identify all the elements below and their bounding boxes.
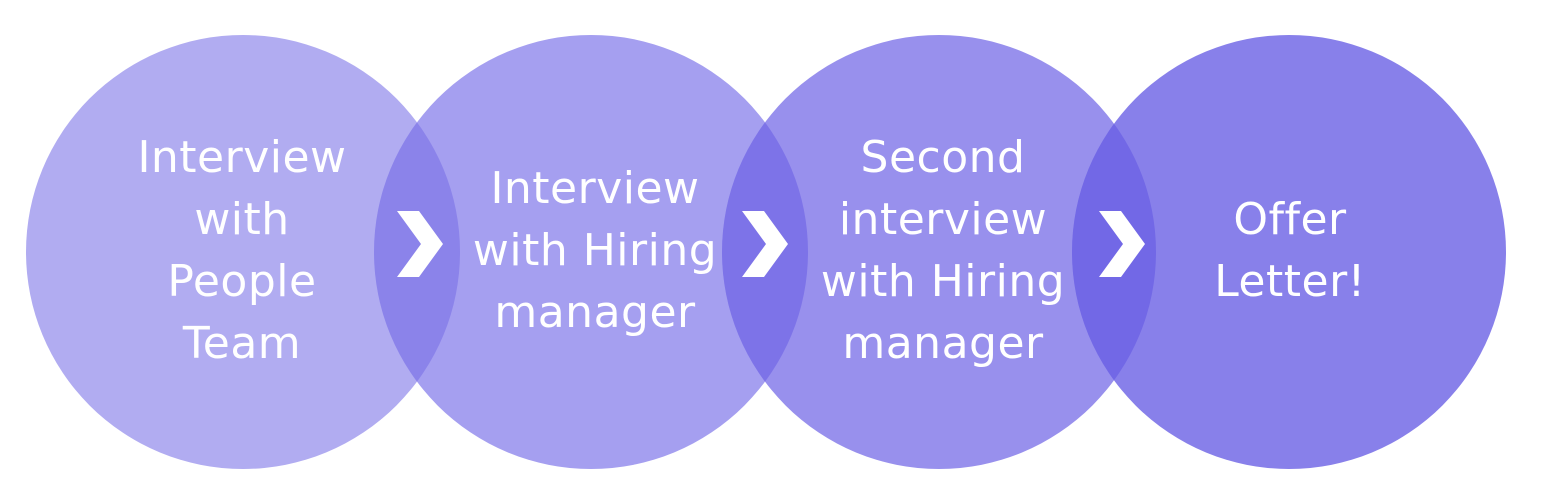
- step-circle-4: [1072, 35, 1506, 469]
- step-label-line: manager: [842, 317, 1044, 369]
- step-label-line: Letter!: [1214, 255, 1366, 307]
- chevron-right-icon: [397, 211, 443, 277]
- step-circle-2: [374, 35, 808, 469]
- step-label-line: with: [194, 193, 290, 245]
- step-label-line: Second: [860, 131, 1026, 183]
- chevron-right-icon: [742, 211, 788, 277]
- chevron-right-icon: [1099, 211, 1145, 277]
- step-circle-1: [26, 35, 460, 469]
- step-label-2: Interview with Hiring manager: [445, 0, 745, 501]
- step-circle-3: [722, 35, 1156, 469]
- step-label-line: Interview: [490, 162, 700, 214]
- step-label-line: People: [167, 255, 317, 307]
- step-label-line: Team: [182, 317, 302, 369]
- step-label-line: with Hiring: [472, 224, 718, 276]
- step-label-line: with Hiring: [820, 255, 1066, 307]
- step-label-line: manager: [494, 286, 696, 338]
- step-label-line: Interview: [137, 131, 347, 183]
- step-label-4: Offer Letter!: [1140, 0, 1440, 501]
- step-label-line: Offer: [1233, 193, 1347, 245]
- step-label-1: Interview with People Team: [92, 0, 392, 501]
- step-label-line: interview: [838, 193, 1048, 245]
- step-label-3: Second interview with Hiring manager: [793, 0, 1093, 501]
